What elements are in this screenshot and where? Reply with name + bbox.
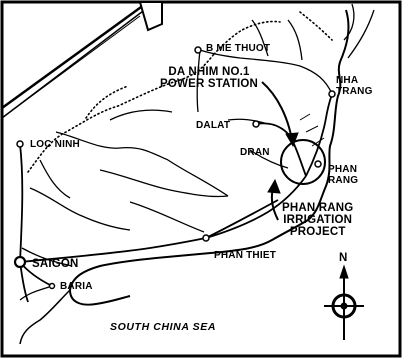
marker-dalat bbox=[252, 120, 260, 128]
marker-phan-rang bbox=[314, 160, 322, 168]
town-markers bbox=[13, 46, 336, 290]
label-south-china-sea: SOUTH CHINA SEA bbox=[110, 321, 217, 333]
label-project-line3: PROJECT bbox=[289, 226, 346, 238]
label-phan-rang: PHAN RANG bbox=[328, 164, 358, 186]
compass-icon bbox=[324, 264, 364, 340]
map-frame bbox=[0, 0, 402, 358]
label-da-nhim-line2: POWER STATION bbox=[160, 78, 259, 90]
label-nha-trang-line2: TRANG bbox=[336, 86, 373, 97]
label-da-nhim-line1: DA NHIM NO.1 bbox=[168, 66, 250, 78]
label-nha-trang-line1: NHA bbox=[336, 75, 359, 86]
phan-rang-circle bbox=[280, 139, 326, 185]
label-saigon: SAIGON bbox=[32, 258, 79, 270]
label-nha-trang: NHA TRANG bbox=[336, 75, 373, 97]
label-da-nhim-power-station: DA NHIM NO.1 POWER STATION bbox=[160, 66, 258, 90]
marker-nha-trang bbox=[328, 90, 336, 98]
marker-phan-thiet bbox=[202, 234, 210, 242]
label-phan-rang-line1: PHAN bbox=[328, 164, 358, 175]
coastline-south bbox=[19, 289, 71, 345]
label-project-line2: IRRIGATION bbox=[283, 214, 353, 226]
label-baria: BARIA bbox=[60, 281, 93, 292]
boundary-lines bbox=[27, 11, 333, 173]
main-roads bbox=[19, 93, 333, 303]
marker-ban-me-thuot bbox=[194, 46, 202, 54]
label-project-line1: PHAN RANG bbox=[282, 202, 354, 214]
label-dran: DRAN bbox=[240, 147, 270, 158]
label-dalat: DALAT bbox=[196, 120, 231, 131]
river-network bbox=[19, 3, 375, 301]
label-ban-me-thuot: B ME THUOT bbox=[206, 43, 271, 54]
mountain-hatch bbox=[299, 113, 325, 147]
pointer-arrows bbox=[261, 81, 299, 221]
label-loc-ninh: LOC NINH bbox=[30, 139, 80, 150]
label-phan-rang-line2: RANG bbox=[328, 175, 359, 186]
label-phan-rang-irrigation-project: PHAN RANG IRRIGATION PROJECT bbox=[282, 202, 353, 238]
coastline bbox=[68, 9, 350, 306]
label-phan-thiet: PHAN THIET bbox=[214, 250, 276, 261]
marker-baria bbox=[48, 282, 56, 290]
marker-loc-ninh bbox=[16, 140, 24, 148]
inset-pointer bbox=[1, 0, 163, 119]
marker-saigon bbox=[13, 255, 27, 269]
compass-north-label: N bbox=[339, 252, 348, 264]
